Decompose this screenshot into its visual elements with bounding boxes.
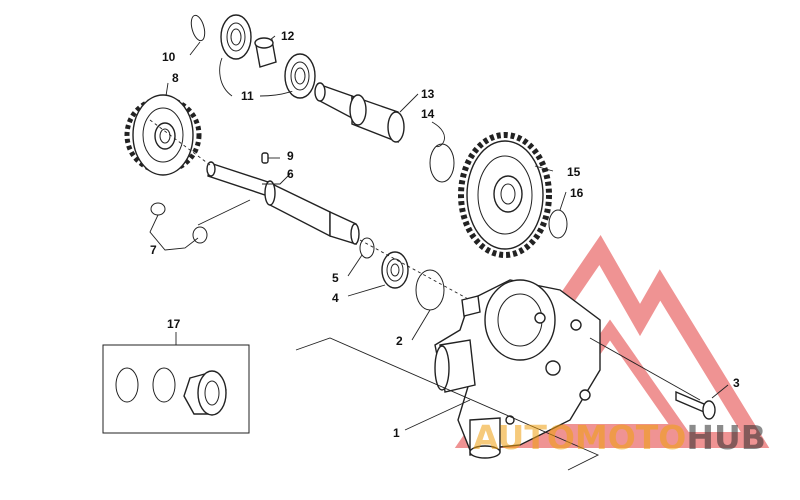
svg-text:AUTOMOTOHUB: AUTOMOTOHUB bbox=[473, 418, 766, 457]
callout-4: 4 bbox=[332, 291, 339, 305]
callout-labels: 1 2 3 4 5 6 7 8 9 10 11 12 13 14 15 16 1… bbox=[150, 29, 740, 440]
part-14-circlip bbox=[429, 143, 455, 183]
leader-lines bbox=[149, 35, 729, 471]
watermark-part-hub: HUB bbox=[686, 418, 766, 457]
part-4-bearing bbox=[381, 251, 409, 289]
watermark-part-moto: MOTO bbox=[575, 418, 686, 457]
part-12-bushing bbox=[254, 37, 277, 68]
part-5-snap-ring bbox=[359, 237, 375, 259]
part-8-small-gear bbox=[124, 94, 202, 176]
part-1-pump-housing bbox=[434, 279, 601, 459]
part-15-large-gear bbox=[458, 132, 552, 258]
part-7-rings bbox=[150, 202, 208, 244]
callout-10: 10 bbox=[162, 50, 176, 64]
callout-8: 8 bbox=[172, 71, 179, 85]
part-13-shaft bbox=[314, 82, 405, 144]
part-bearing-upper bbox=[220, 14, 252, 60]
part-11-bearing bbox=[284, 53, 316, 99]
callout-11: 11 bbox=[241, 89, 254, 103]
callout-9: 9 bbox=[287, 149, 294, 163]
callout-12: 12 bbox=[281, 29, 295, 43]
callout-14: 14 bbox=[421, 107, 435, 121]
part-2-o-ring bbox=[415, 269, 445, 311]
callout-2: 2 bbox=[396, 334, 403, 348]
callout-16: 16 bbox=[570, 186, 584, 200]
callout-6: 6 bbox=[287, 167, 294, 181]
callout-1: 1 bbox=[393, 426, 400, 440]
callout-17: 17 bbox=[167, 317, 181, 331]
callout-7: 7 bbox=[150, 243, 157, 257]
watermark-text: AUTOMOTOHUB bbox=[473, 418, 766, 457]
callout-3: 3 bbox=[733, 376, 740, 390]
part-9-pin bbox=[261, 152, 269, 164]
part-17-kit-box bbox=[102, 344, 250, 434]
part-6-shaft bbox=[206, 161, 360, 245]
part-3-bolt bbox=[675, 390, 716, 420]
watermark-part-auto: AUTO bbox=[473, 418, 575, 457]
callout-15: 15 bbox=[567, 165, 581, 179]
callout-5: 5 bbox=[332, 271, 339, 285]
callout-13: 13 bbox=[421, 87, 435, 101]
part-16-snap-ring bbox=[548, 209, 568, 239]
part-10-snap-ring bbox=[190, 14, 206, 42]
